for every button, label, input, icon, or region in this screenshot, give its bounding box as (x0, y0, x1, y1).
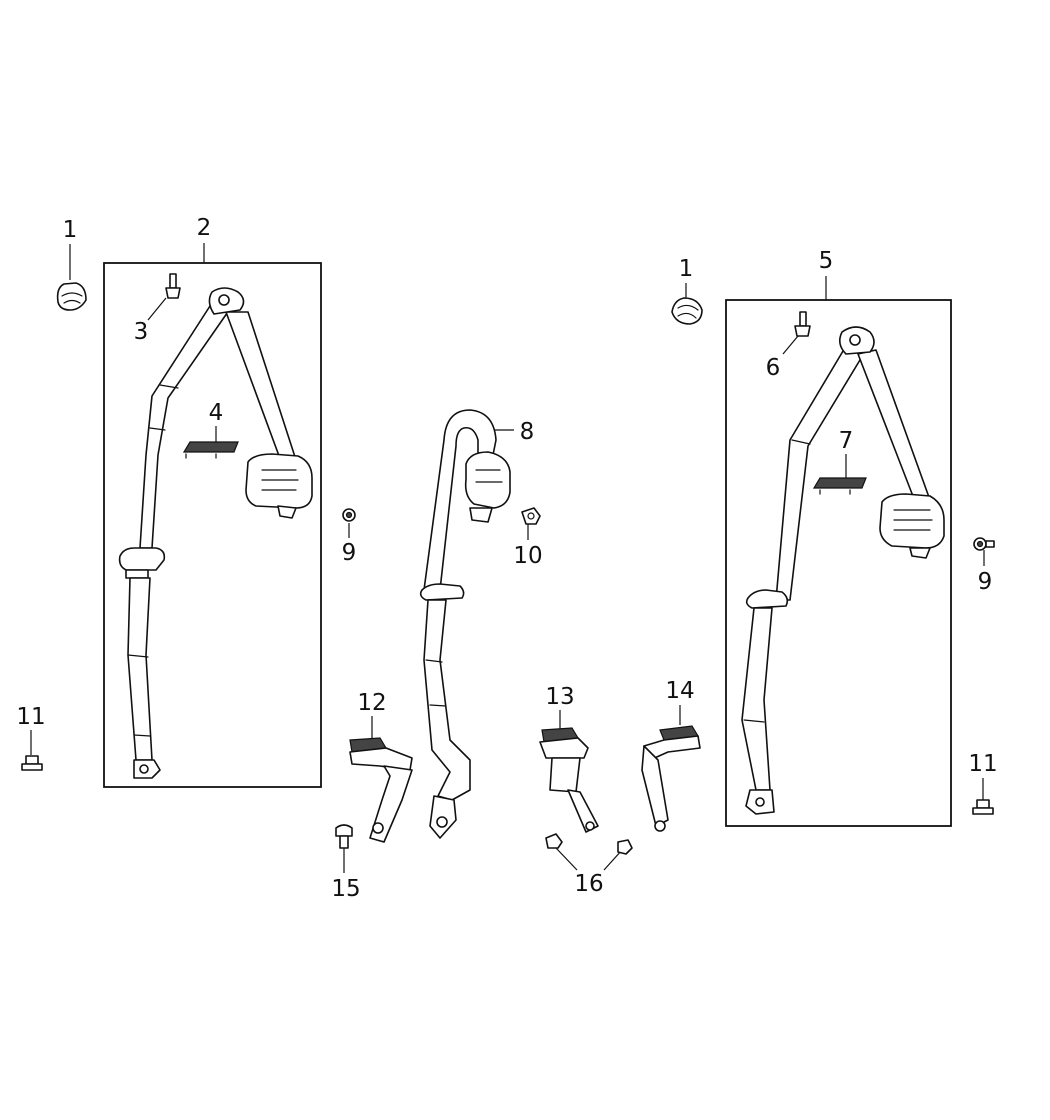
callout-13: 13 (545, 684, 574, 710)
callout-8: 8 (520, 419, 535, 445)
part-2-left-seat-belt (118, 287, 313, 779)
part-9-right-bolt (973, 537, 995, 551)
part-9-center-bolt (342, 508, 356, 522)
leader-lines (30, 243, 985, 873)
group-box-2 (103, 262, 322, 788)
part-1-right-dring-cover (671, 297, 703, 325)
callout-6: 6 (766, 355, 781, 381)
callout-16: 16 (574, 871, 603, 897)
group-box-5 (725, 299, 952, 827)
callout-4: 4 (209, 400, 224, 426)
part-5-right-seat-belt (741, 326, 945, 815)
part-11-right-nut (972, 799, 994, 815)
callout-12: 12 (357, 690, 386, 716)
part-10-nut (521, 507, 541, 525)
callout-9-center: 9 (342, 540, 357, 566)
callout-2: 2 (197, 215, 212, 241)
part-15-bolt (335, 824, 353, 849)
part-11-left-nut (21, 755, 43, 771)
part-8-center-seat-belt (419, 409, 511, 839)
callout-14: 14 (665, 678, 694, 704)
callout-10: 10 (513, 543, 542, 569)
callout-1-right: 1 (679, 256, 694, 282)
callout-7: 7 (839, 428, 854, 454)
part-16-nuts (545, 833, 633, 855)
part-13-buckle (539, 727, 599, 833)
part-7-trim-cover (812, 477, 867, 495)
part-4-trim-cover (182, 441, 239, 459)
part-14-buckle (641, 725, 701, 832)
callout-labels: 1 2 3 4 1 5 6 7 8 9 10 9 11 12 13 14 11 … (16, 215, 997, 902)
callout-15: 15 (331, 876, 360, 902)
part-6-bolt (794, 311, 811, 337)
callout-9-right: 9 (978, 569, 993, 595)
callout-3: 3 (134, 319, 149, 345)
callout-11-left: 11 (16, 704, 45, 730)
callout-5: 5 (819, 248, 834, 274)
part-12-buckle (349, 737, 413, 843)
callout-11-right: 11 (968, 751, 997, 777)
callout-1-left: 1 (63, 217, 78, 243)
part-3-bolt (165, 273, 181, 299)
part-1-left-dring-cover (56, 282, 87, 311)
